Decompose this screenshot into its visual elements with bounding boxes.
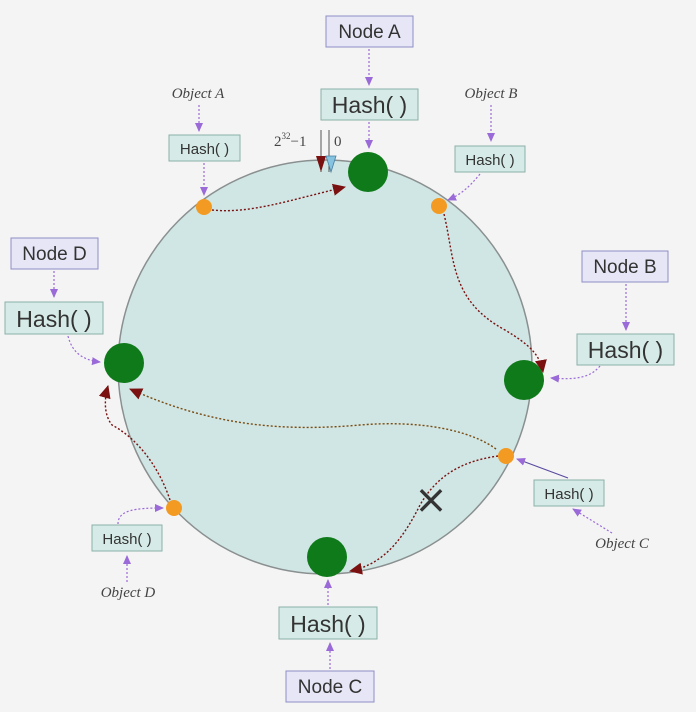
object-a-group: Object A Hash( ): [168, 86, 346, 215]
node-c-group: Node C Hash( ): [278, 537, 378, 703]
node-b-hash-arrow: [550, 365, 601, 383]
node-b-label-box: [581, 250, 669, 283]
node-c-point: [307, 537, 347, 577]
object-a-label: Object A: [172, 86, 225, 102]
node-d-hash-box: [4, 301, 104, 335]
node-c-label-box: [285, 670, 375, 703]
object-d-hash-arrow: [117, 504, 164, 525]
node-d-point: [104, 343, 144, 383]
node-b-group: Node B Hash( ): [504, 250, 675, 400]
object-d-group: Object D Hash( ): [91, 385, 182, 601]
object-b-group: Object B Hash( ): [431, 86, 547, 373]
range-min-label: 0: [334, 134, 342, 150]
object-d-label: Object D: [101, 585, 156, 601]
object-d-point: [166, 500, 182, 516]
node-c-hash-box: [278, 606, 378, 640]
object-d-hash-label: Hash( ): [102, 531, 151, 548]
object-c-label: Object C: [595, 536, 650, 552]
object-a-point: [196, 199, 212, 215]
object-b-hash-arrow: [447, 173, 481, 201]
object-b-point: [431, 198, 447, 214]
object-a-hash-label: Hash( ): [180, 141, 229, 158]
node-d-hash-label: Hash( ): [16, 306, 91, 332]
object-c-hash-box: [533, 479, 605, 507]
object-b-hash-box: [454, 145, 526, 173]
object-c-group: Object C Hash( ): [129, 388, 650, 575]
node-a-label-box: [325, 15, 414, 48]
object-b-mapping-arrow: [443, 213, 547, 373]
node-c-hash-label: Hash( ): [290, 611, 365, 637]
object-d-hash-box: [91, 524, 163, 552]
object-b-label: Object B: [465, 86, 518, 102]
object-c-point: [498, 448, 514, 464]
node-d-label-box: [10, 237, 99, 270]
node-c-label: Node C: [298, 677, 362, 698]
object-c-new-mapping-arrow: [129, 388, 497, 450]
node-d-hash-arrow: [67, 335, 101, 366]
node-a-group: Node A Hash( ): [320, 15, 419, 192]
object-a-hash-box: [168, 134, 241, 162]
removed-node-cross: ×: [414, 477, 448, 523]
node-b-hash-label: Hash( ): [588, 337, 663, 363]
node-a-hash-box: [320, 88, 419, 121]
ring-origin-marker: 232−1 0: [274, 130, 342, 174]
range-max-label: 232−1: [274, 131, 306, 150]
node-a-hash-label: Hash( ): [332, 92, 407, 118]
node-a-point: [348, 152, 388, 192]
node-d-group: Node D Hash( ): [4, 237, 144, 383]
object-c-old-mapping-arrow: [349, 455, 499, 575]
node-b-hash-box: [576, 333, 675, 366]
node-a-label: Node A: [338, 22, 401, 43]
node-d-label: Node D: [22, 244, 86, 265]
object-c-hash-arrow: [516, 458, 569, 479]
object-b-hash-label: Hash( ): [465, 152, 514, 169]
object-c-pointer-arrow: [572, 508, 613, 534]
object-d-mapping-arrow: [98, 385, 171, 501]
node-b-label: Node B: [593, 257, 656, 278]
object-c-hash-label: Hash( ): [544, 486, 593, 503]
node-b-point: [504, 360, 544, 400]
object-a-mapping-arrow: [211, 183, 346, 212]
